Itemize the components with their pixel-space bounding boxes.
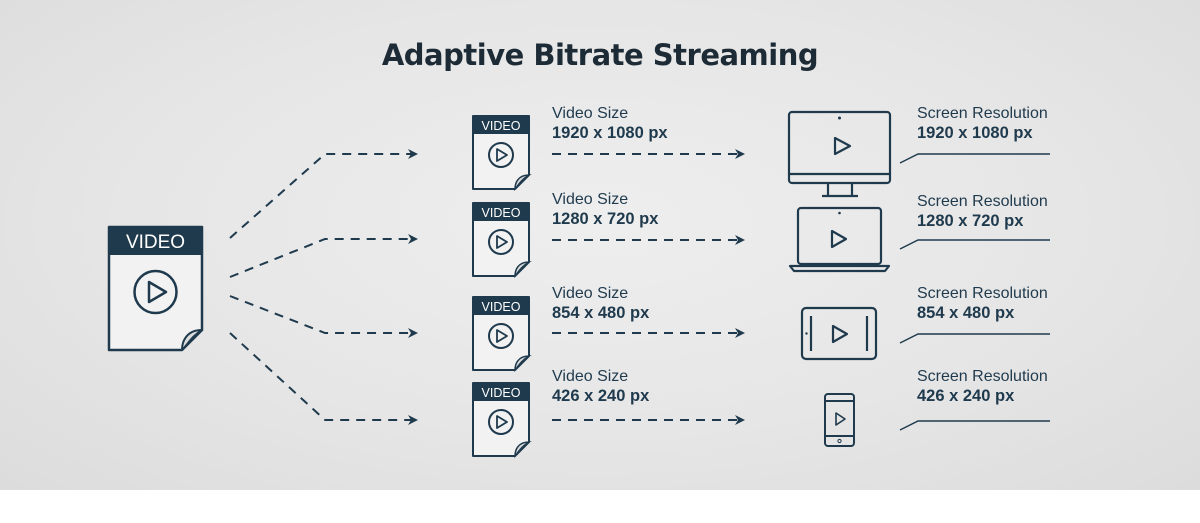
video-size-caption: Video Size [552, 191, 629, 208]
tablet-icon [800, 306, 878, 361]
play-icon [488, 409, 514, 435]
video-size-label-2: Video Size 1280 x 720 px [552, 192, 658, 228]
video-size-value: 426 x 240 px [552, 387, 650, 405]
rendition-file-icon-3: VIDEO [472, 296, 532, 373]
video-size-label-4: Video Size 426 x 240 px [552, 369, 649, 405]
video-size-caption: Video Size [552, 285, 629, 302]
branch-arrow-2 [229, 234, 418, 278]
video-size-value: 854 x 480 px [552, 304, 650, 322]
source-video-file-icon: VIDEO [107, 225, 204, 352]
rendition-file-label: VIDEO [482, 206, 521, 220]
screen-resolution-label-4: Screen Resolution 426 x 240 px [917, 369, 1048, 405]
screen-resolution-value: 854 x 480 px [917, 304, 1015, 322]
play-icon [133, 269, 178, 315]
screen-resolution-value: 426 x 240 px [917, 387, 1015, 405]
rendition-file-icon-1: VIDEO [472, 115, 532, 192]
video-size-label-3: Video Size 854 x 480 px [552, 286, 649, 322]
screen-resolution-label-3: Screen Resolution 854 x 480 px [917, 286, 1048, 322]
smartphone-icon [824, 393, 855, 447]
branch-arrows [229, 149, 418, 425]
screen-resolution-value: 1280 x 720 px [917, 212, 1024, 230]
rendition-file-icon-2: VIDEO [472, 202, 532, 279]
callout-line-2 [899, 239, 1050, 250]
video-size-label-1: Video Size 1920 x 1080 px [552, 106, 668, 142]
rendition-file-label: VIDEO [482, 300, 521, 314]
source-video-label: VIDEO [126, 232, 185, 253]
streaming-diagram: VIDEO VIDEO VIDEO VIDEO VI [107, 110, 1050, 459]
callout-lines [899, 153, 1050, 431]
screen-resolution-label-1: Screen Resolution 1920 x 1080 px [917, 106, 1048, 142]
desktop-monitor-icon [787, 110, 892, 198]
play-icon [488, 323, 514, 349]
diagram-title: Adaptive Bitrate Streaming [381, 38, 819, 72]
screen-resolution-value: 1920 x 1080 px [917, 124, 1033, 142]
callout-line-3 [899, 333, 1050, 344]
callout-line-1 [899, 153, 1050, 164]
branch-arrow-4 [229, 332, 418, 425]
video-size-value: 1280 x 720 px [552, 210, 659, 228]
rendition-file-icon-4: VIDEO [472, 382, 532, 459]
screen-resolution-label-2: Screen Resolution 1280 x 720 px [917, 194, 1048, 230]
play-icon [488, 229, 514, 255]
callout-line-4 [899, 420, 1050, 431]
screen-resolution-caption: Screen Resolution [917, 285, 1048, 302]
rendition-file-label: VIDEO [482, 119, 521, 133]
video-size-value: 1920 x 1080 px [552, 124, 668, 142]
play-icon [488, 142, 514, 168]
branch-arrow-1 [229, 149, 418, 239]
laptop-icon [788, 206, 891, 273]
video-size-caption: Video Size [552, 105, 629, 122]
branch-arrow-3 [229, 295, 418, 338]
screen-resolution-caption: Screen Resolution [917, 193, 1048, 210]
rendition-file-label: VIDEO [482, 386, 521, 400]
video-size-caption: Video Size [552, 368, 629, 385]
screen-resolution-caption: Screen Resolution [917, 368, 1048, 385]
screen-resolution-caption: Screen Resolution [917, 105, 1048, 122]
